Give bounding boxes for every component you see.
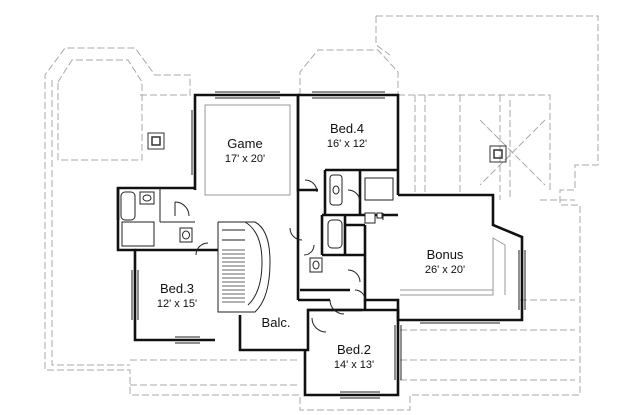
bed2-name: Bed.2 xyxy=(337,342,371,357)
bonus-room-name: Bonus xyxy=(427,247,464,262)
balcony-name: Balc. xyxy=(262,315,291,330)
game-room-name: Game xyxy=(227,136,262,151)
game-room-dims: 17' x 20' xyxy=(225,153,265,165)
bed3-name: Bed.3 xyxy=(160,281,194,296)
bath-fixtures-left xyxy=(120,188,209,256)
windows xyxy=(131,91,526,399)
exterior-walls xyxy=(116,93,524,397)
bed3-dims: 12' x 15' xyxy=(157,298,197,310)
staircase xyxy=(217,221,271,313)
roof-outline xyxy=(44,15,599,411)
bed2-dims: 14' x 13' xyxy=(334,359,374,371)
bed4-dims: 16' x 12' xyxy=(327,138,367,150)
roof-vent-left xyxy=(147,132,165,150)
bed4-name: Bed.4 xyxy=(330,121,364,136)
bonus-room-dims: 26' x 20' xyxy=(425,264,465,276)
roof-vent-right xyxy=(489,145,507,163)
bath-fixtures-center xyxy=(289,174,394,333)
